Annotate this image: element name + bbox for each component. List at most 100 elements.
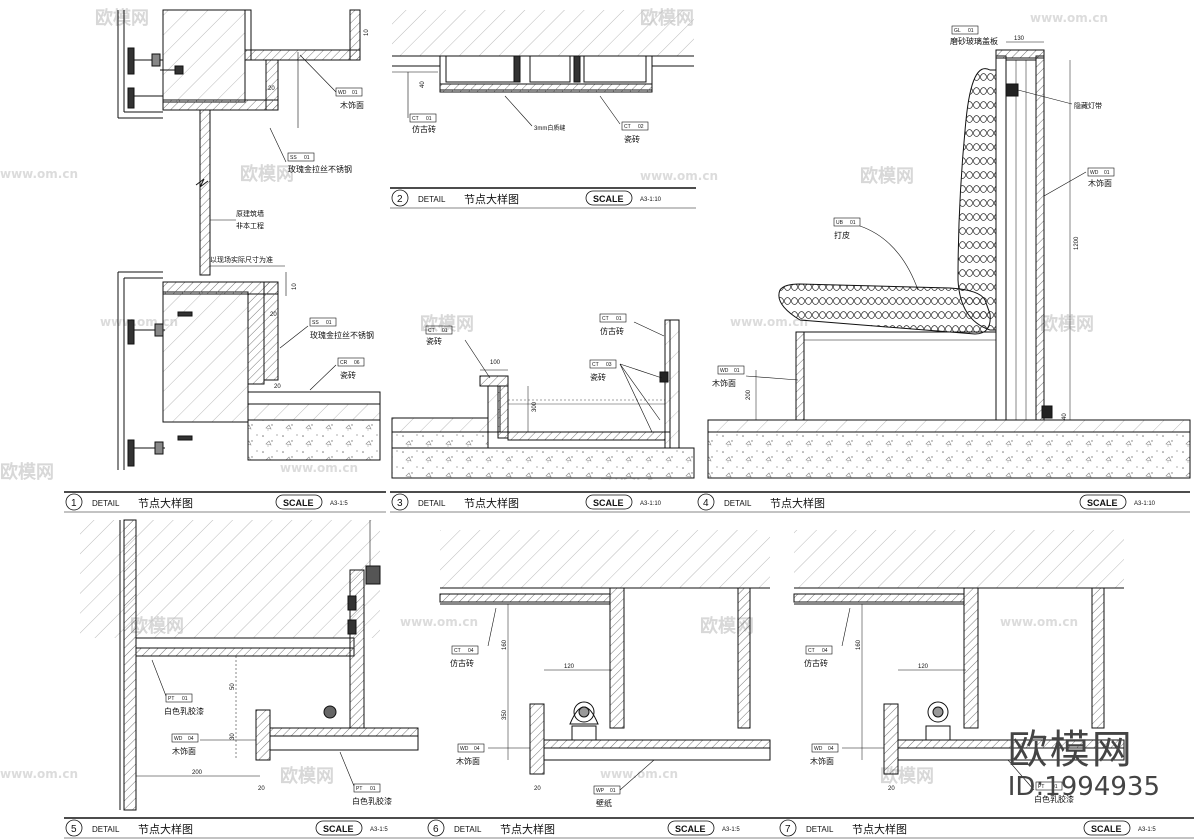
svg-text:01: 01 xyxy=(610,788,616,794)
svg-text:GL: GL xyxy=(954,28,961,34)
material-tag-pt01: PT 01 白色乳胶漆 xyxy=(164,693,204,716)
svg-text:PT: PT xyxy=(168,696,174,702)
watermark-domain: www.om.cn xyxy=(1030,11,1108,25)
dimension-label: 300 xyxy=(532,401,538,412)
material-label: 白色乳胶漆 xyxy=(352,796,392,806)
svg-text:04: 04 xyxy=(188,736,194,742)
dimension-label: 200 xyxy=(192,770,203,776)
watermark-domain: www.om.cn xyxy=(400,615,478,629)
material-tag-ub01: UB 01 打皮 xyxy=(833,217,861,240)
svg-text:01: 01 xyxy=(1052,784,1058,790)
svg-text:WP: WP xyxy=(596,788,605,794)
watermark-domain: www.om.cn xyxy=(640,169,718,183)
concrete-wall xyxy=(162,291,249,423)
scale-badge xyxy=(1079,494,1127,510)
svg-text:CT: CT xyxy=(428,328,435,334)
scale-label: SCALE xyxy=(1087,498,1118,508)
scale-ratio: A3-1:5 xyxy=(1138,827,1156,833)
svg-text:01: 01 xyxy=(426,116,432,122)
brand-name: 欧模网 xyxy=(1007,727,1134,773)
detail-label: DETAIL xyxy=(724,499,752,508)
dimension-label: 30 xyxy=(230,733,236,740)
svg-text:CR: CR xyxy=(340,360,348,366)
dimension-label: 10 xyxy=(364,29,370,36)
svg-text:WD: WD xyxy=(720,368,729,374)
material-label: 仿古砖 xyxy=(804,658,828,668)
detail-panel-6: 160 350 120 20 CT 04 仿古砖 WD 04 木饰面 WP 01… xyxy=(439,530,771,808)
material-label: 打皮 xyxy=(834,230,850,240)
detail-title: 节点大样图 xyxy=(464,496,519,510)
detail-number-circle xyxy=(391,493,409,511)
material-label: 瓷砖 xyxy=(340,370,356,380)
scale-label: SCALE xyxy=(323,824,354,834)
watermark-text: 欧模网 xyxy=(280,765,334,787)
note-text: 以现场实际尺寸为准 xyxy=(210,255,273,264)
material-label: 磨砂玻璃盖板 xyxy=(950,36,998,46)
detail-number-circle xyxy=(65,493,83,511)
svg-text:01: 01 xyxy=(352,90,358,96)
material-tag-wd01: WD 01 木饰面 xyxy=(1087,167,1115,188)
svg-text:WD: WD xyxy=(814,746,823,752)
detail-number: 6 xyxy=(433,824,439,835)
material-tag-cr06: CR 06 瓷砖 xyxy=(337,357,365,380)
note-text: 原建筑墙 xyxy=(236,209,264,218)
svg-text:WD: WD xyxy=(460,746,469,752)
svg-text:01: 01 xyxy=(326,320,332,326)
scale-label: SCALE xyxy=(593,194,624,204)
watermark-domain: www.om.cn xyxy=(600,767,678,781)
svg-text:CT: CT xyxy=(602,316,609,322)
detail-title: 节点大样图 xyxy=(852,822,907,836)
material-label: 木饰面 xyxy=(1088,178,1112,188)
dimension-label: 160 xyxy=(502,639,508,650)
svg-text:01: 01 xyxy=(370,786,376,792)
svg-text:PT: PT xyxy=(1038,784,1044,790)
dimension-label: 40 xyxy=(420,81,426,88)
detail-number: 5 xyxy=(71,824,77,835)
watermark-text: 欧模网 xyxy=(420,313,474,335)
detail-number: 4 xyxy=(703,498,709,509)
watermark-domain: www.om.cn xyxy=(0,767,78,781)
material-tag-wd04: WD 04 木饰面 xyxy=(171,733,199,756)
dimension-label: 50 xyxy=(230,683,236,690)
detail-number-circle xyxy=(697,493,715,511)
detail-number-circle xyxy=(65,819,83,837)
scale-label: SCALE xyxy=(593,498,624,508)
detail-label: DETAIL xyxy=(418,499,446,508)
material-tag-gl01: GL 01 磨砂玻璃盖板 xyxy=(950,25,998,46)
material-tag-pt01: PT 01 白色乳胶漆 xyxy=(1034,781,1074,804)
dimension-label: 130 xyxy=(1014,36,1025,42)
scale-ratio: A3-1:5 xyxy=(330,501,348,507)
svg-text:CT: CT xyxy=(808,648,815,654)
svg-text:01: 01 xyxy=(442,328,448,334)
material-label: 白色乳胶漆 xyxy=(164,706,204,716)
material-label: 仿古砖 xyxy=(412,124,436,134)
svg-text:02: 02 xyxy=(638,124,644,130)
concrete-wall xyxy=(162,9,246,103)
dimension-label: 200 xyxy=(746,389,752,400)
svg-text:PT: PT xyxy=(356,786,362,792)
material-label: 玫瑰金拉丝不锈钢 xyxy=(288,164,352,174)
material-tag-ct01-b: CT 01 仿古砖 xyxy=(599,313,627,336)
detail-title: 节点大样图 xyxy=(138,496,193,510)
detail-number: 3 xyxy=(397,498,403,509)
dimension-label: 350 xyxy=(502,709,508,720)
svg-text:SS: SS xyxy=(312,320,319,326)
svg-text:CT: CT xyxy=(454,648,461,654)
scale-label: SCALE xyxy=(675,824,706,834)
scale-badge xyxy=(275,494,323,510)
material-tag-wd04: WD 04 木饰面 xyxy=(456,743,485,766)
dimension-label: 20 xyxy=(274,384,281,390)
watermark-domain: www.om.cn xyxy=(0,167,78,181)
svg-text:CT: CT xyxy=(412,116,419,122)
detail-number-circle xyxy=(779,819,797,837)
material-tag-wd01: WD 01 木饰面 xyxy=(335,87,364,110)
detail-label: DETAIL xyxy=(92,825,120,834)
material-tag-ct03: CT 03 瓷砖 xyxy=(589,359,617,382)
watermark-domain: www.om.cn xyxy=(280,461,358,475)
dimension-label: 20 xyxy=(888,786,895,792)
dimension-label: 1200 xyxy=(1074,236,1080,250)
